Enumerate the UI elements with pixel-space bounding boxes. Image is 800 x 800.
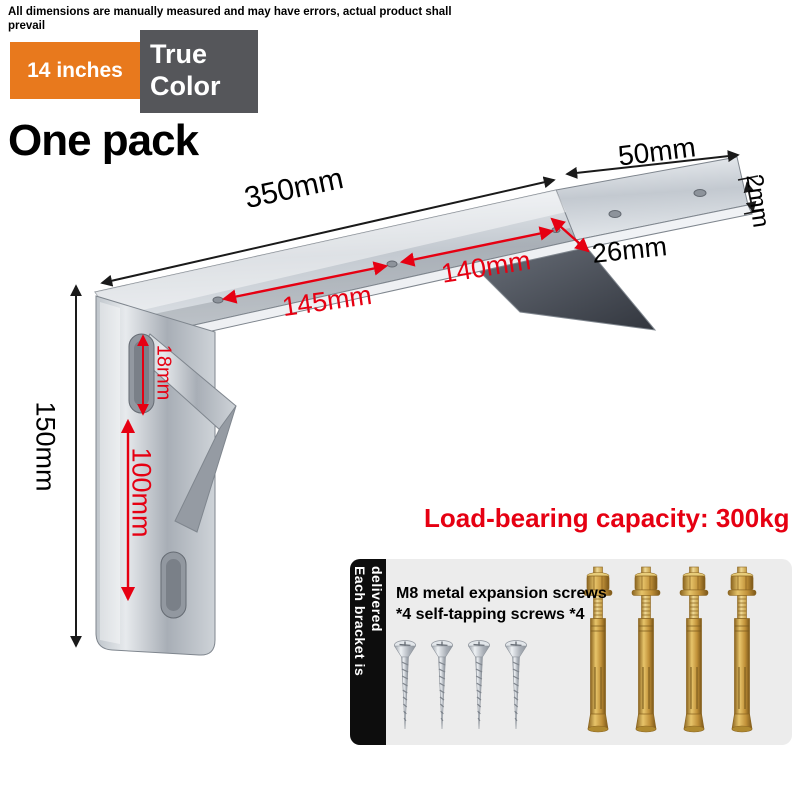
- pack-title: One pack: [8, 116, 199, 165]
- arm-hole: [212, 296, 224, 304]
- self-tapping-screws: [393, 639, 528, 730]
- disclaimer-text: All dimensions are manually measured and…: [8, 6, 452, 33]
- kit-panel: Each bracket is delivered M8 metal expan…: [350, 559, 792, 745]
- dim-leg-height: 150mm: [30, 401, 61, 492]
- arrow-2mm: [743, 181, 757, 213]
- arm-hole: [551, 227, 561, 233]
- load-capacity-text: Load-bearing capacity: 300kg: [424, 503, 790, 533]
- size-badge: 14 inches: [10, 42, 140, 99]
- arrow-50mm: [565, 150, 740, 179]
- plate-hole: [693, 189, 707, 197]
- arrow-140mm: [399, 226, 555, 267]
- arrow-26mm: [550, 217, 590, 253]
- plate-hole: [608, 210, 622, 218]
- arm-hole: [386, 260, 398, 268]
- arrow-350mm: [100, 176, 556, 287]
- arrow-145mm: [221, 261, 389, 304]
- expansion-bolts: [583, 566, 757, 733]
- finish-badge: True Color: [140, 30, 258, 113]
- kit-ribbon-label: Each bracket is delivered: [350, 559, 386, 745]
- dimension-arrows: [70, 150, 765, 648]
- kit-line2: *4 self-tapping screws *4: [396, 606, 585, 623]
- dim-slot-length: 18mm: [152, 344, 175, 401]
- dim-slot-gap: 100mm: [126, 447, 157, 538]
- kit-description: M8 metal expansion screws *4 self-tappin…: [396, 583, 607, 625]
- kit-line1: M8 metal expansion screws: [396, 585, 607, 602]
